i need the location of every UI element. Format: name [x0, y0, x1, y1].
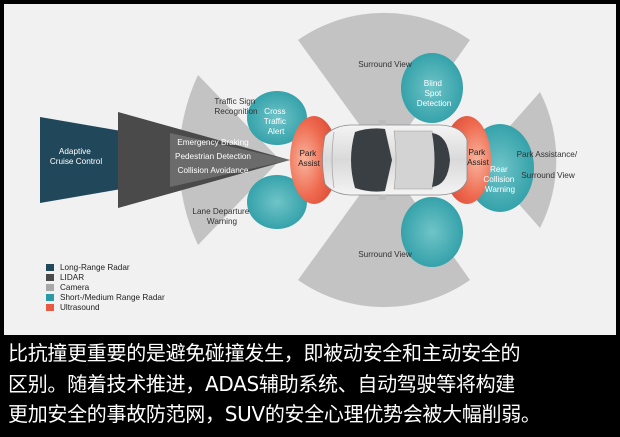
cross-traffic-alert-front-right	[247, 175, 307, 229]
traffic-sign-recognition-label: Traffic Sign Recognition	[214, 97, 258, 116]
legend-label: LIDAR	[60, 272, 85, 282]
legend-label: Camera	[60, 282, 90, 292]
caption-line-2: 区别。随着技术推进，ADAS辅助系统、自动驾驶等将构建	[8, 371, 516, 396]
legend-swatch-ultrasound	[46, 304, 54, 312]
blind-spot-detection-label: Blind Spot Detection	[417, 79, 452, 108]
caption-text: 比抗撞更重要的是避免碰撞发生，即被动安全和主动安全的 区别。随着技术推进，ADA…	[8, 338, 616, 430]
legend-item: Camera	[46, 282, 165, 292]
legend-item: LIDAR	[46, 272, 165, 282]
legend-swatch-camera	[46, 283, 54, 291]
adas-diagram-panel: Surround View Surround View Traffic Sign…	[4, 4, 616, 335]
rear-collision-warning-label: Rear Collision Warning	[483, 165, 516, 194]
lane-departure-warning-label: Lane Departure Warning	[192, 207, 251, 226]
park-assist-rear-label: Park Assist	[467, 148, 490, 167]
legend-item: Short-/Medium Range Radar	[46, 293, 165, 303]
sensor-legend: Long-Range Radar LIDAR Camera Short-/Med…	[46, 262, 165, 313]
surround-view-top-label: Surround View	[358, 60, 412, 69]
surround-view-bottom-label: Surround View	[358, 250, 412, 259]
legend-swatch-lidar	[46, 273, 54, 281]
cross-traffic-alert-front-left	[247, 91, 307, 145]
caption-line-1: 比抗撞更重要的是避免碰撞发生，即被动安全和主动安全的	[8, 341, 521, 365]
legend-swatch-short-medium-radar	[46, 294, 54, 302]
legend-label: Short-/Medium Range Radar	[60, 293, 165, 303]
surround-view-bottom-cone	[298, 160, 470, 308]
adaptive-cruise-control-label: Adaptive Cruise Control	[50, 147, 103, 166]
pedestrian-detection-label: Pedestrian Detection	[175, 152, 251, 161]
caption-line-3: 更加安全的事故防范网，SUV的安全心理优势会被大幅削弱。	[8, 402, 541, 426]
blind-spot-detection-top	[401, 53, 463, 123]
legend-label: Long-Range Radar	[60, 262, 130, 272]
car-top-view	[322, 120, 468, 200]
blind-spot-detection-bottom	[401, 197, 463, 267]
park-assistance-surround-view-label: Park Assistance/ Surround View	[517, 150, 580, 180]
surround-view-top-cone	[298, 12, 470, 160]
collision-avoidance-label: Collision Avoidance	[178, 166, 249, 175]
forward-sensor-beam	[170, 133, 290, 187]
legend-swatch-long-range-radar	[46, 263, 54, 271]
emergency-braking-label: Emergency Braking	[177, 138, 249, 147]
cross-traffic-alert-label: Cross Traffic Alert	[264, 107, 289, 136]
adas-sensor-diagram: Surround View Surround View Traffic Sign…	[40, 12, 580, 308]
legend-item: Long-Range Radar	[46, 262, 165, 272]
park-assist-front-label: Park Assist	[298, 149, 321, 168]
legend-item: Ultrasound	[46, 303, 165, 313]
legend-label: Ultrasound	[60, 303, 100, 313]
